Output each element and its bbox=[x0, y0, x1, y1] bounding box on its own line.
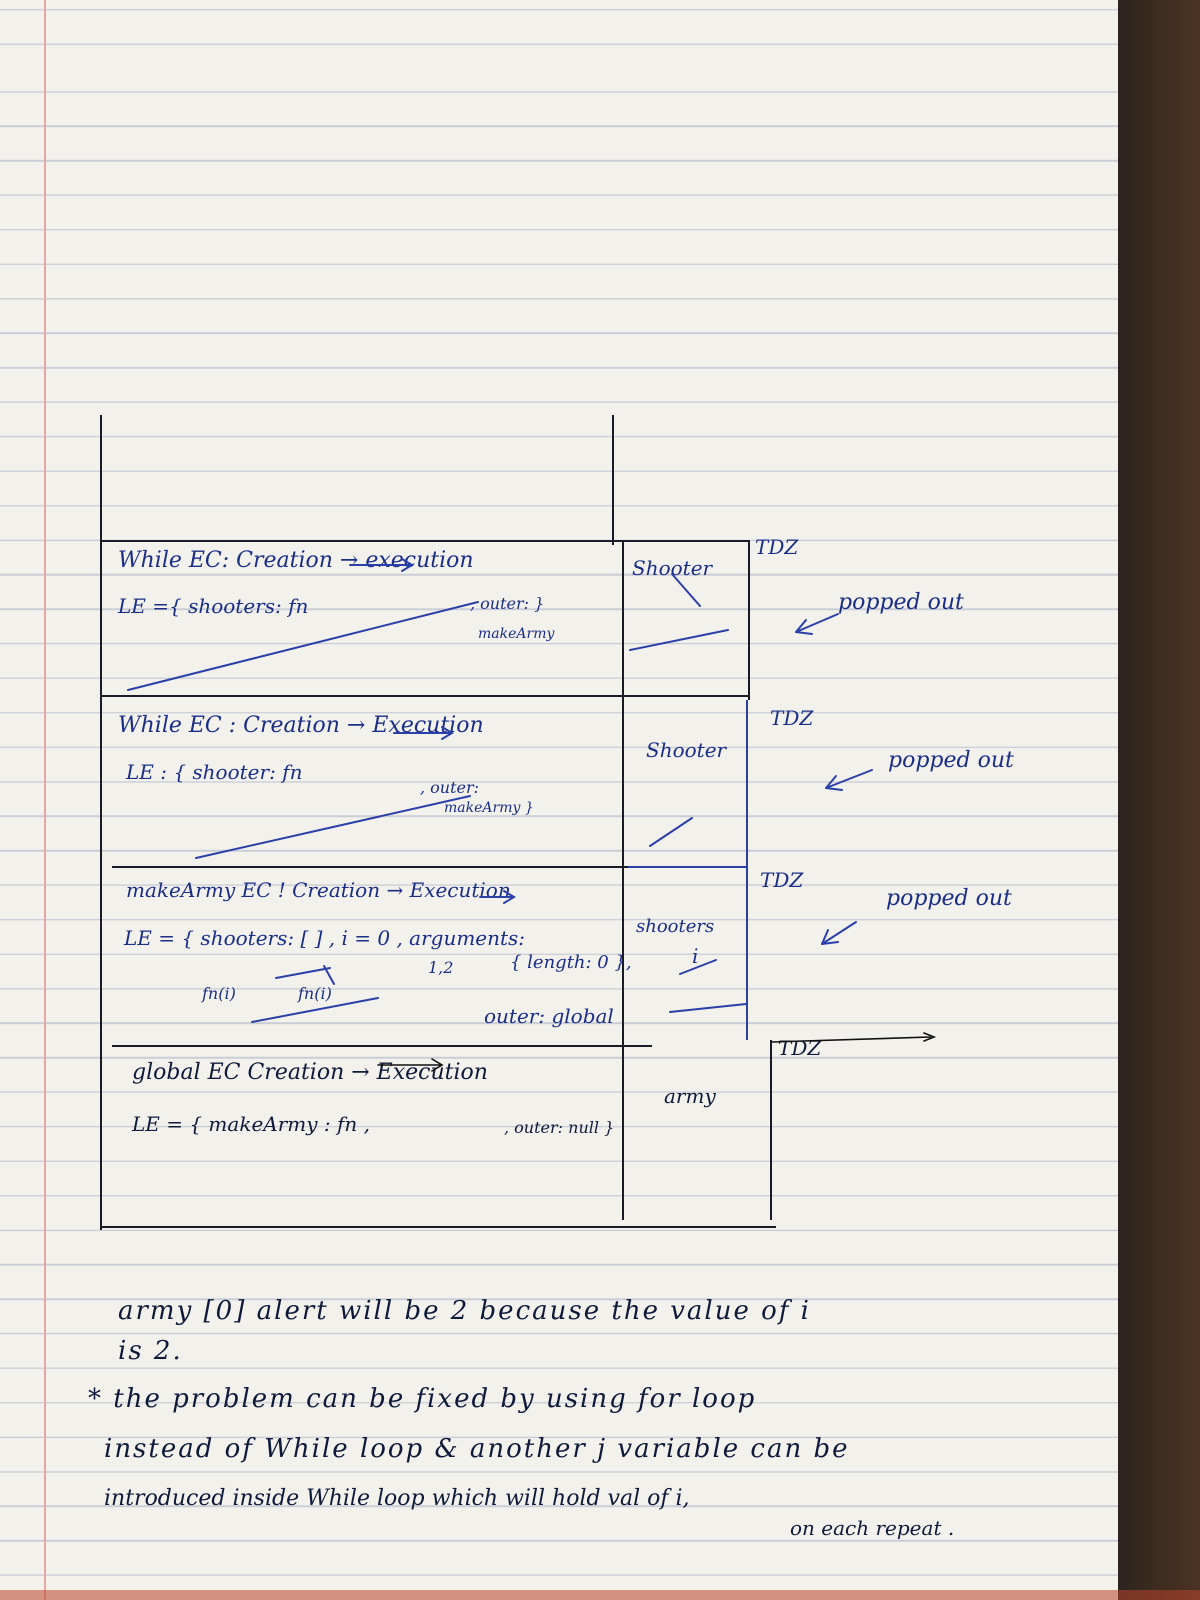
frame-1-le-tail: , outer: } bbox=[470, 594, 545, 613]
frame-3-right bbox=[746, 700, 748, 1040]
frame-1-right bbox=[748, 540, 750, 700]
frame-3-fn-2: fn(i) bbox=[298, 984, 332, 1003]
note-line-1: army [0] alert will be 2 because the val… bbox=[118, 1296, 811, 1326]
desk-background bbox=[1118, 0, 1200, 1600]
frame-2-le-tail2: makeArmy } bbox=[444, 800, 534, 816]
note-line-3: * the problem can be fixed by using for … bbox=[88, 1384, 757, 1414]
frame-2-le: LE : { shooter: fn bbox=[126, 760, 303, 784]
frame-3-header: makeArmy EC ! Creation → Execution bbox=[126, 878, 511, 902]
frame-2-header: While EC : Creation → Execution bbox=[118, 713, 484, 738]
frame-3-var-i: i bbox=[692, 944, 699, 968]
frame-3-outer: outer: global bbox=[484, 1004, 614, 1028]
frame-1-le-tail2: makeArmy bbox=[478, 626, 555, 642]
note-line-5: introduced inside While loop which will … bbox=[104, 1486, 690, 1511]
notebook-edge bbox=[0, 1590, 1200, 1600]
frame-1-status: popped out bbox=[838, 590, 964, 615]
frame-1-tdz: TDZ bbox=[755, 535, 799, 559]
notebook-page bbox=[0, 0, 1118, 1600]
frame-1-le: LE ={ shooters: fn bbox=[118, 594, 309, 618]
note-line-4: instead of While loop & another j variab… bbox=[104, 1434, 850, 1464]
frame-1-var: Shooter bbox=[632, 556, 713, 580]
frame-2-top bbox=[100, 695, 750, 697]
stack-left-border bbox=[100, 415, 102, 1230]
frame-2-tdz: TDZ bbox=[770, 706, 814, 730]
frame-3-top bbox=[112, 866, 632, 868]
frame-3-var: shooters bbox=[636, 916, 715, 937]
note-line-6: on each repeat . bbox=[790, 1516, 955, 1540]
frame-4-top bbox=[112, 1045, 652, 1047]
frame-2-var: Shooter bbox=[646, 738, 727, 762]
frame-3-arguments-value: { length: 0 }, bbox=[510, 952, 632, 973]
frame-2-le-tail: , outer: bbox=[420, 778, 480, 797]
frame-3-le: LE = { shooters: [ ] , i = 0 , arguments… bbox=[124, 926, 526, 950]
frame-4-le-tail: , outer: null } bbox=[504, 1118, 615, 1137]
frame-3-i-values: 1,2 bbox=[428, 958, 454, 977]
frame-4-right bbox=[770, 1040, 772, 1220]
frame-3-tdz: TDZ bbox=[760, 868, 804, 892]
frame-1-header: While EC: Creation → execution bbox=[118, 548, 474, 573]
frame-3-fn-1: fn(i) bbox=[202, 984, 236, 1003]
stack-divider-top bbox=[612, 415, 614, 545]
frame-3-var-top bbox=[628, 866, 748, 868]
var-column-left bbox=[622, 540, 624, 1220]
note-line-2: is 2. bbox=[118, 1336, 183, 1366]
frame-4-tdz: TDZ bbox=[778, 1036, 822, 1060]
frame-3-status: popped out bbox=[886, 886, 1012, 911]
frame-4-header: global EC Creation → Execution bbox=[132, 1060, 488, 1085]
frame-4-var: army bbox=[664, 1084, 716, 1108]
frame-2-status: popped out bbox=[888, 748, 1014, 773]
frame-1-top bbox=[100, 540, 750, 542]
stack-bottom-border bbox=[100, 1226, 776, 1228]
frame-4-le: LE = { makeArmy : fn , bbox=[132, 1112, 370, 1136]
